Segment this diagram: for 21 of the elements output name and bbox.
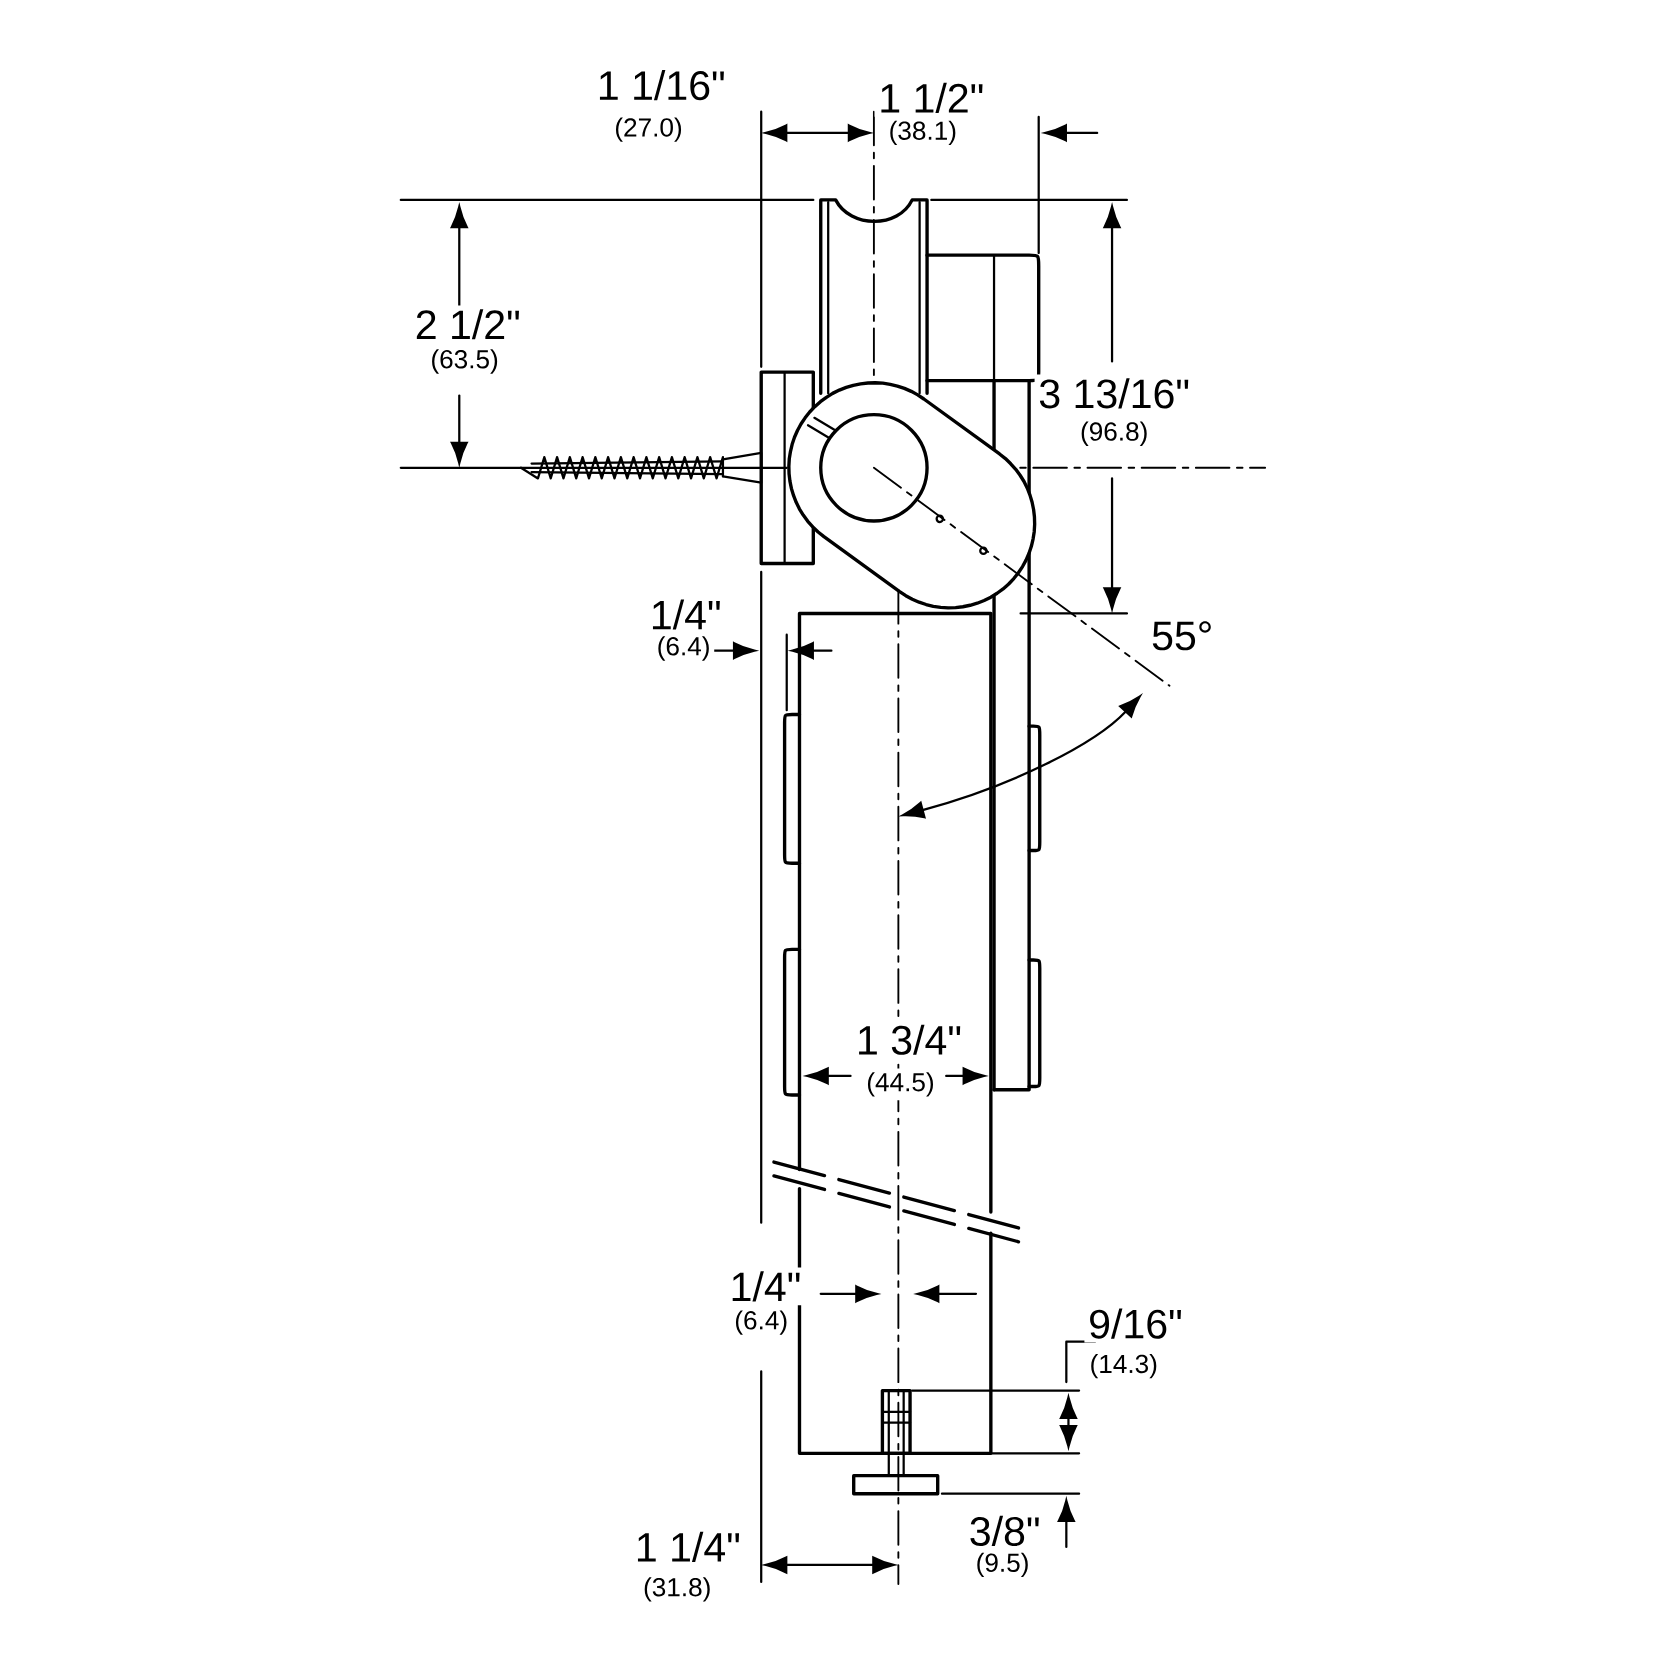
dimension-label: (6.4)	[652, 632, 715, 665]
dimension-label: (9.5)	[971, 1549, 1034, 1581]
dimension-label: (31.8)	[639, 1573, 716, 1606]
dimension-label: (96.8)	[1076, 417, 1153, 450]
dimension-label: 1 1/16"	[593, 66, 730, 104]
dimension-label: (27.0)	[610, 113, 687, 146]
dimension-label: 1/4"	[725, 1267, 806, 1306]
dimension-label: 9/16"	[1084, 1304, 1187, 1343]
dimension-label: 1 1/4"	[631, 1528, 745, 1566]
dimension-label: (6.4)	[730, 1306, 792, 1339]
dimension-label: 1 3/4"	[852, 1020, 966, 1059]
dimension-label: (44.5)	[862, 1068, 939, 1101]
dimension-label: 1 1/2"	[874, 79, 989, 117]
dimension-label: (38.1)	[884, 117, 961, 149]
dimension-label: 3/8"	[965, 1512, 1045, 1550]
dimension-label: 2 1/2"	[411, 305, 525, 344]
dimension-label: (63.5)	[426, 345, 503, 378]
dimension-label: 1/4"	[646, 595, 726, 634]
dimension-label: (14.3)	[1085, 1350, 1162, 1383]
dimension-label: 3 13/16"	[1034, 374, 1194, 413]
dimension-label: 55°	[1147, 617, 1218, 655]
